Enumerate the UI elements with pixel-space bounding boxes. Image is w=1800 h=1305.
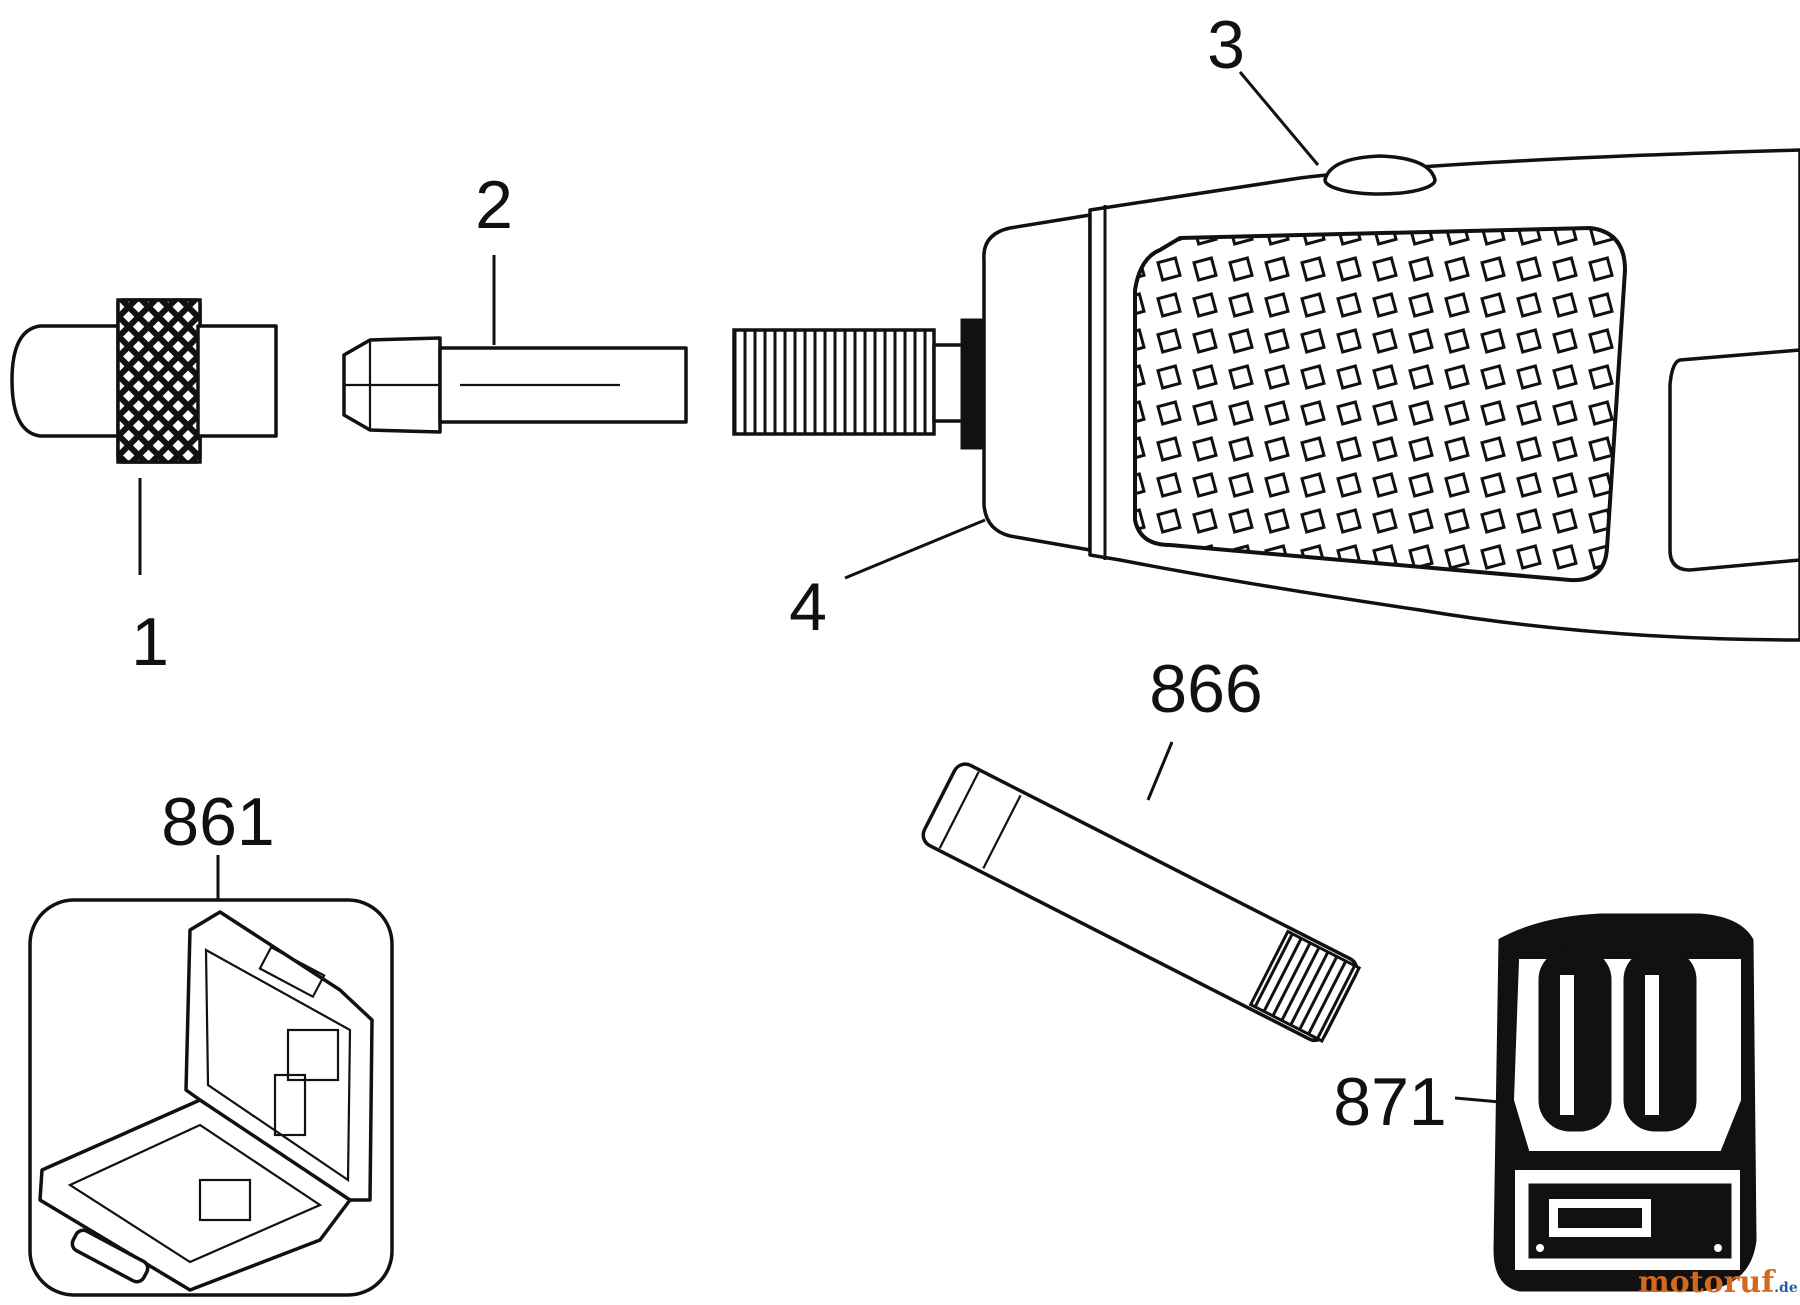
leader-line-3 xyxy=(1238,71,1320,166)
tool-body-drawing xyxy=(732,148,1800,642)
leader-line-866 xyxy=(1146,741,1174,801)
part-label-1: 1 xyxy=(131,604,169,680)
carry-case-drawing xyxy=(38,910,374,1292)
watermark-suffix: .de xyxy=(1774,1280,1798,1296)
collet-nut-drawing xyxy=(10,298,278,464)
leader-line-4 xyxy=(844,518,986,580)
battery-drawing xyxy=(921,762,1362,1043)
charger-drawing xyxy=(1493,913,1757,1292)
watermark-main: motoruf xyxy=(1638,1265,1776,1300)
part-label-866: 866 xyxy=(1149,651,1262,727)
part-label-4: 4 xyxy=(789,569,827,645)
part-label-2: 2 xyxy=(475,167,513,243)
collet-drawing xyxy=(342,336,688,434)
part-label-861: 861 xyxy=(161,784,274,860)
part-label-3: 3 xyxy=(1207,7,1245,83)
leader-line-871 xyxy=(1454,1096,1501,1104)
watermark-logo: motoruf.de xyxy=(1638,1265,1798,1300)
part-label-871: 871 xyxy=(1333,1064,1446,1140)
